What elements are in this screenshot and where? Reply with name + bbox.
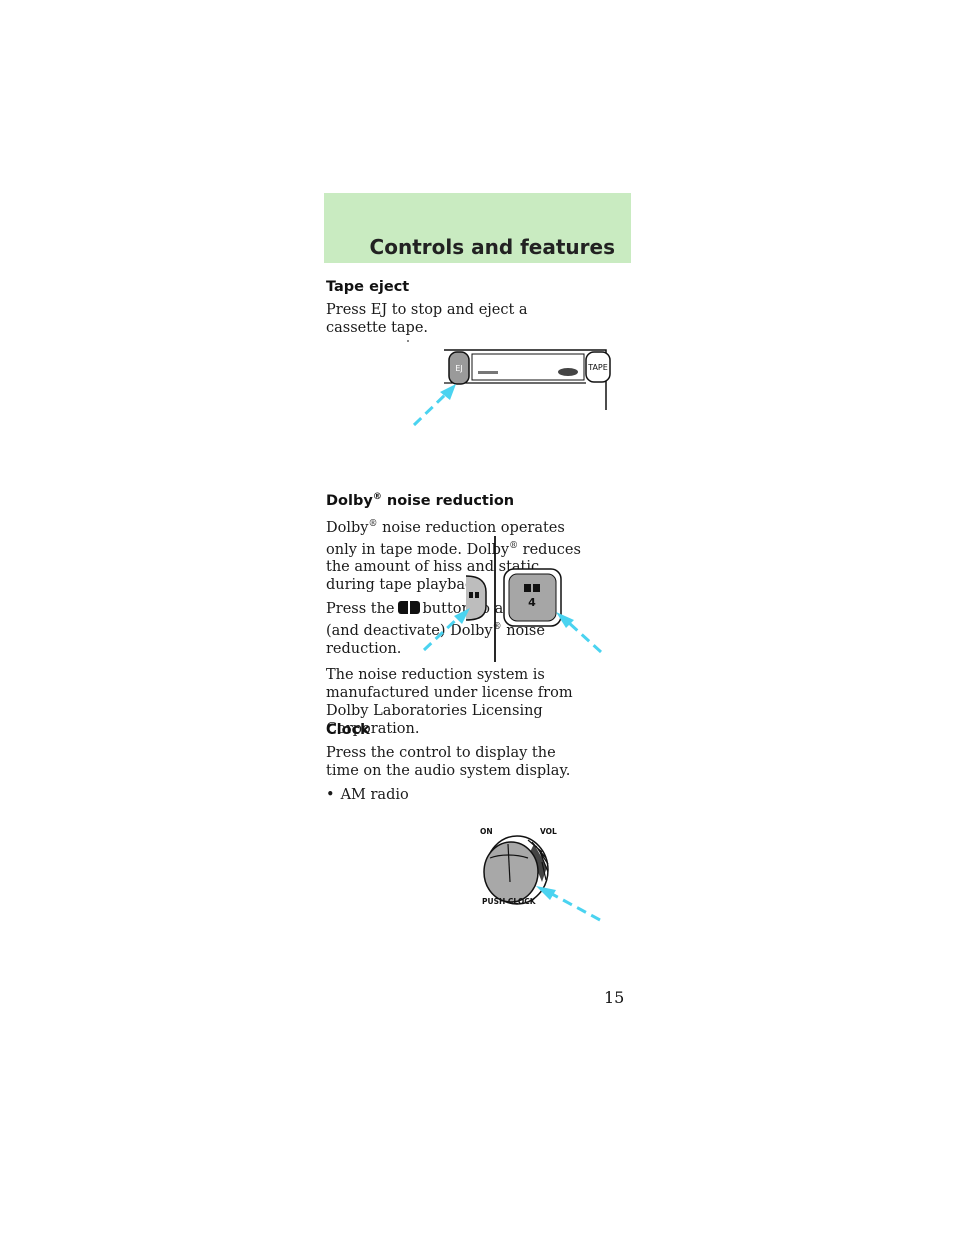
tape-eject-section: Tape eject Press EJ to stop and eject a … <box>326 279 576 337</box>
ford-logo-icon <box>558 368 578 376</box>
on-label: ON <box>480 827 493 836</box>
push-clock-label: PUSH CLOCK <box>482 897 537 906</box>
page-number: 15 <box>604 988 625 1007</box>
push-clock-knob[interactable] <box>483 835 549 905</box>
clock-heading: Clock <box>326 722 370 738</box>
dolby-paragraph-3: The noise reduction system is manufactur… <box>326 667 573 738</box>
dolby-preset-button[interactable]: 4 <box>503 568 562 627</box>
slot-label-mark <box>478 371 498 374</box>
cassette-slot <box>471 353 585 381</box>
preset-number-label: 4 <box>528 596 536 609</box>
vol-label: VOL <box>540 827 557 836</box>
dolby-figure: 4 <box>422 536 603 662</box>
dolby-callout-arrow-left <box>422 608 470 652</box>
tape-button-label: TAPE <box>587 363 608 372</box>
tape-eject-figure: EJ TAPE <box>407 340 611 427</box>
eject-button-label: EJ <box>455 364 462 373</box>
tape-button[interactable]: TAPE <box>585 351 611 383</box>
dolby-button-small[interactable] <box>465 575 487 621</box>
dolby-callout-arrow-right <box>556 612 603 654</box>
tape-eject-heading: Tape eject <box>326 279 410 295</box>
dolby-paragraph-1: Dolby® noise reduction operates only in … <box>326 518 581 594</box>
clock-callout-arrow <box>536 886 601 922</box>
eject-callout-arrow <box>412 384 456 427</box>
eject-button[interactable]: EJ <box>448 351 470 385</box>
clock-section: Clock Press the control to display the t… <box>326 722 576 804</box>
clock-body: Press the control to display the time on… <box>326 745 571 779</box>
tape-eject-body: Press EJ to stop and eject a cassette ta… <box>326 302 528 336</box>
dolby-heading: Dolby® noise reduction <box>326 492 515 509</box>
dolby-symbol-icon <box>397 600 421 615</box>
section-header-band: Controls and features <box>324 193 631 263</box>
dolby-symbol-icon <box>524 584 531 592</box>
clock-knob-figure: ON VOL PUSH CLOCK <box>480 827 601 922</box>
clock-bullet-item: •AM radio <box>326 787 409 803</box>
section-title: Controls and features <box>369 235 615 259</box>
